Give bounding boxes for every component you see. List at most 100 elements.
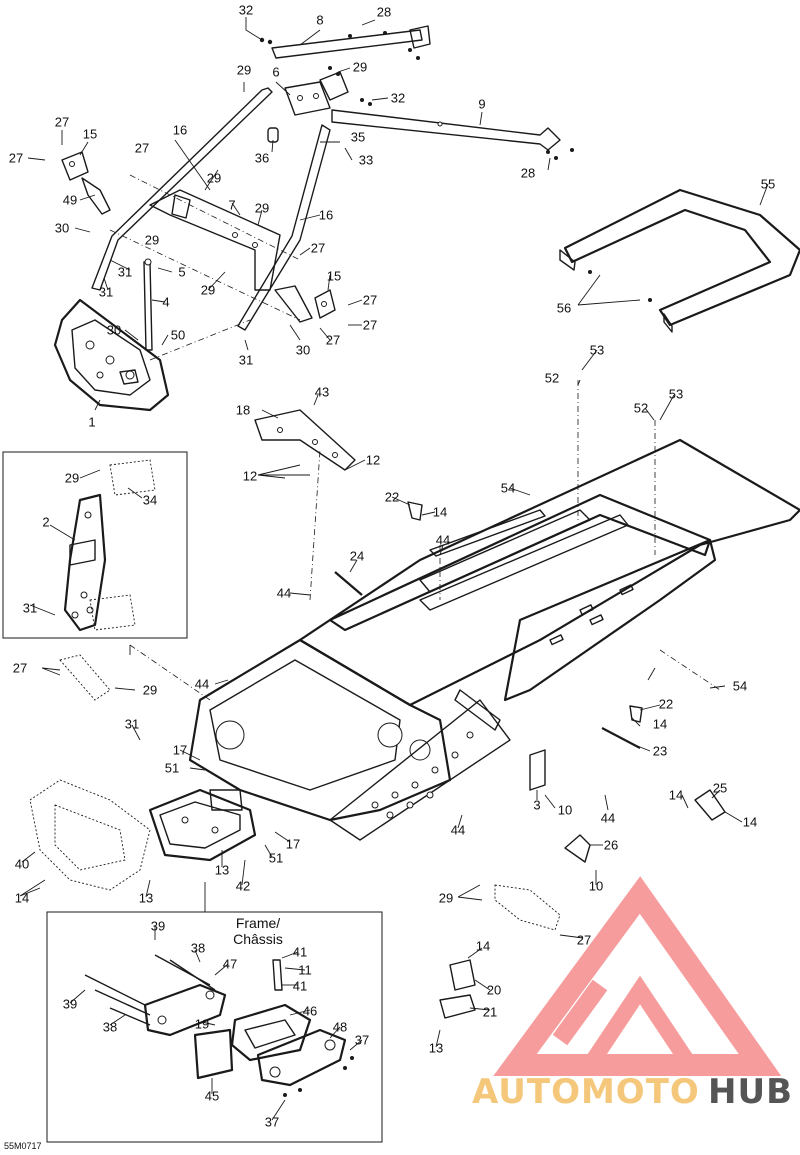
callout: 12	[366, 453, 380, 468]
centerline	[309, 449, 321, 601]
callout: 14	[15, 891, 29, 906]
callout: 30	[107, 323, 121, 338]
callout: 43	[315, 385, 329, 400]
callout-labels: 32 8 28 29 6 29 32 9 27 15 16 35 27 36 3…	[9, 3, 775, 1130]
callout: 17	[286, 837, 300, 852]
callout: 33	[359, 153, 373, 168]
bracket-18	[254, 409, 356, 471]
callout: 5	[178, 265, 185, 280]
callout: 35	[351, 130, 365, 145]
callout: 31	[23, 601, 37, 616]
rear-brace-9	[331, 98, 574, 160]
tube-16-right	[237, 124, 331, 331]
callout: 31	[239, 353, 253, 368]
callout: 49	[63, 193, 77, 208]
callout: 16	[319, 208, 333, 223]
callout: 27	[311, 241, 325, 256]
inset-box-frame	[46, 911, 383, 1143]
centerline	[149, 319, 251, 361]
callout: 37	[265, 1115, 279, 1130]
rail-guide-23	[601, 727, 641, 749]
callout: 30	[55, 221, 69, 236]
callout: 27	[577, 933, 591, 948]
tube-16-left	[91, 87, 273, 291]
leader-lines	[19, 17, 769, 1121]
bracket-3	[529, 749, 546, 791]
callout: 45	[205, 1089, 219, 1104]
callout: 10	[558, 803, 572, 818]
bracket-22	[407, 501, 643, 723]
callout: 17	[173, 743, 187, 758]
watermark-brand: AUTOMOTO HUB	[472, 1072, 793, 1112]
callout: 53	[669, 387, 683, 402]
callout: 29	[201, 283, 215, 298]
callout: 29	[145, 233, 159, 248]
watermark-brand-part2: HUB	[708, 1072, 793, 1112]
inset-brackets	[84, 954, 354, 1097]
callout: 36	[255, 151, 269, 166]
callout: 26	[604, 838, 618, 853]
callout: 44	[277, 586, 291, 601]
callout: 7	[228, 198, 235, 213]
inset-title-line1: Frame/	[236, 915, 280, 931]
callout: 11	[298, 963, 312, 978]
callout: 52	[545, 371, 559, 386]
callout: 2	[42, 515, 49, 530]
callout: 46	[303, 1004, 317, 1019]
inset-title-line2: Châssis	[233, 931, 283, 947]
callout: 14	[743, 815, 757, 830]
callout: 27	[9, 151, 23, 166]
callout: 18	[236, 403, 250, 418]
callout: 27	[55, 115, 69, 130]
callout: 27	[326, 333, 340, 348]
callout: 47	[223, 957, 237, 972]
callout: 32	[391, 91, 405, 106]
callout: 28	[521, 166, 535, 181]
callout: 31	[118, 265, 132, 280]
rail-guide-24	[334, 571, 363, 596]
side-bracket-2	[63, 459, 156, 632]
callout: 38	[103, 1020, 117, 1035]
rear-bracket-ghost	[494, 884, 561, 931]
callout: 27	[135, 141, 149, 156]
inset-box-part-2	[2, 451, 188, 639]
callout: 14	[476, 939, 490, 954]
callout: 53	[590, 343, 604, 358]
callout: 39	[63, 997, 77, 1012]
callout: 22	[659, 697, 673, 712]
callout: 1	[88, 415, 95, 430]
callout: 29	[65, 471, 79, 486]
centerline	[109, 229, 301, 321]
callout: 48	[333, 1020, 347, 1035]
front-subframe-ghost	[29, 654, 151, 891]
callout: 27	[363, 293, 377, 308]
callout: 29	[143, 683, 157, 698]
callout: 32	[239, 3, 253, 18]
bracket-15-right	[274, 285, 336, 323]
callout: 56	[557, 301, 571, 316]
spacer-36	[267, 127, 279, 143]
callout: 51	[269, 851, 283, 866]
callout: 44	[451, 823, 465, 838]
callout: 31	[99, 285, 113, 300]
callout: 6	[272, 65, 279, 80]
callout: 29	[237, 63, 251, 78]
callout: 21	[483, 1005, 497, 1020]
callout: 13	[139, 891, 153, 906]
callout: 44	[195, 677, 209, 692]
callout: 38	[191, 941, 205, 956]
callout: 42	[236, 879, 250, 894]
callout: 8	[316, 13, 323, 28]
callout: 44	[436, 533, 450, 548]
rear-bumper-55	[559, 188, 800, 333]
callout: 54	[733, 679, 747, 694]
callout: 40	[15, 857, 29, 872]
bracket-6	[284, 66, 349, 116]
callout: 20	[487, 983, 501, 998]
callout: 9	[478, 97, 485, 112]
callout: 24	[350, 549, 364, 564]
callout: 34	[143, 493, 157, 508]
callout: 10	[589, 879, 603, 894]
watermark-logo	[493, 876, 782, 1076]
